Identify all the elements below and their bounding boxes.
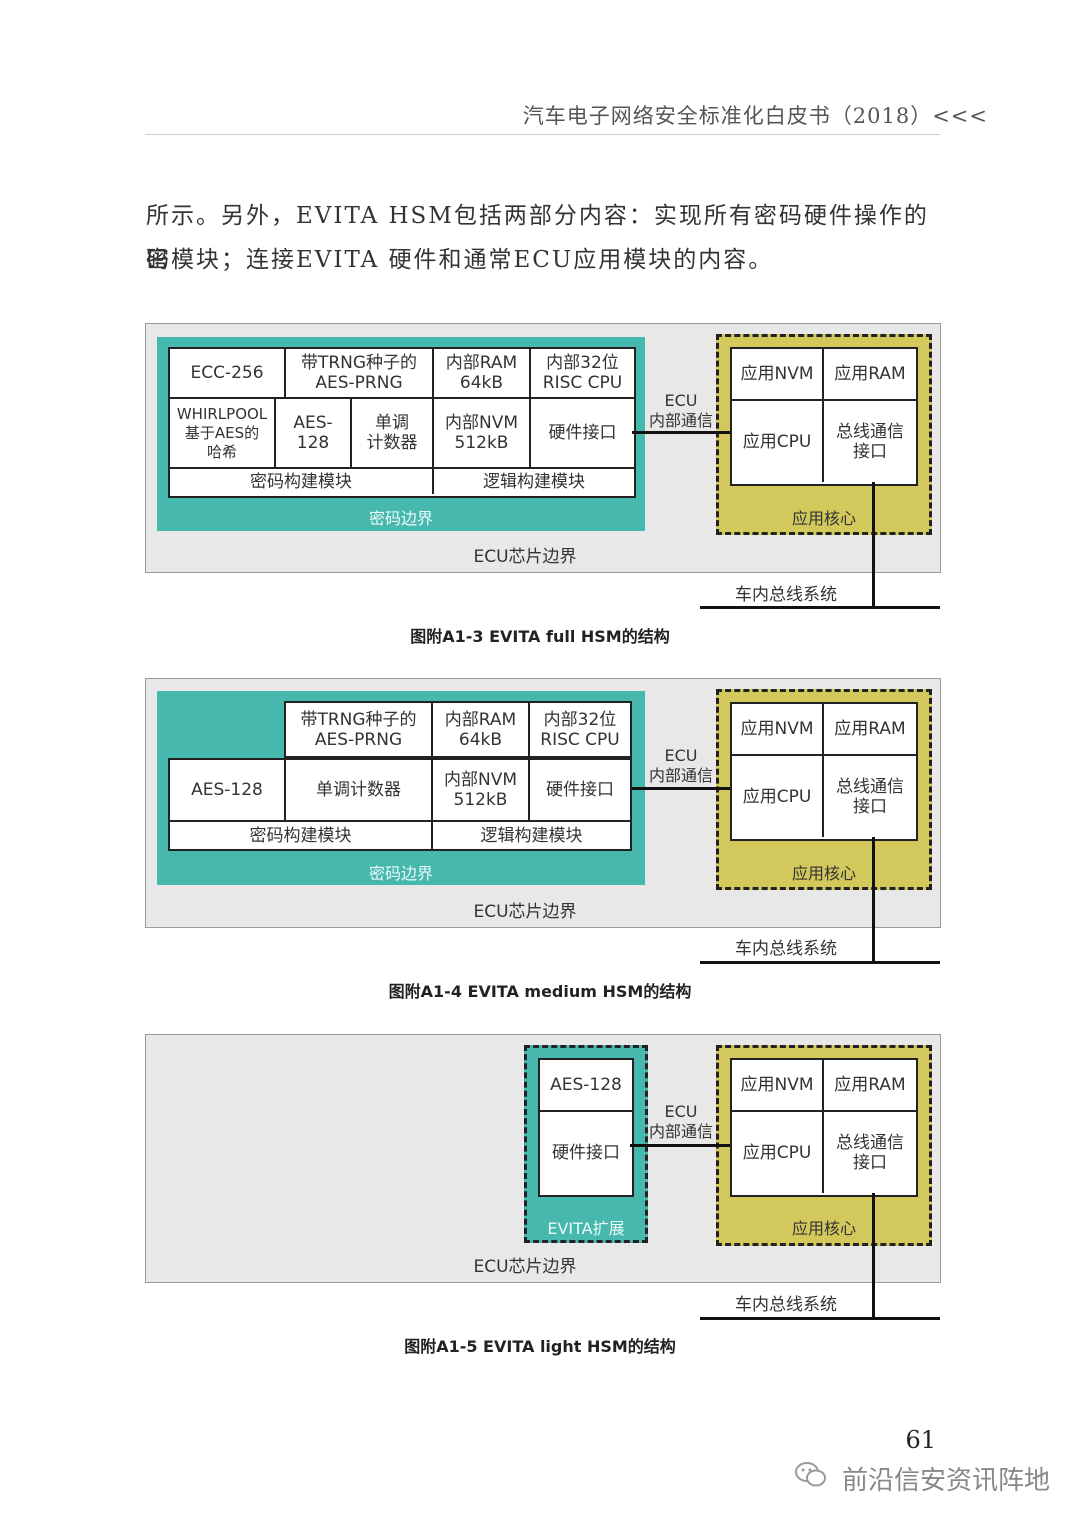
cell-aes: AES-128 bbox=[170, 760, 286, 822]
bus-label-2: 车内总线系统 bbox=[735, 939, 837, 959]
watermark: 前沿信安资讯阵地 bbox=[794, 1460, 1050, 1497]
app-table-2: 应用NVM 应用RAM 应用CPU 总线通信 接口 bbox=[730, 702, 918, 841]
bus-drop-2 bbox=[872, 837, 875, 964]
cell-internal-cpu: 内部32位 RISC CPU bbox=[530, 703, 630, 758]
ecu-boundary-label-2: ECU芯片边界 bbox=[473, 902, 577, 922]
cell-crypto-module: 密码构建模块 bbox=[170, 469, 434, 494]
crypto-table-1: ECC-256 带TRNG种子的 AES-PRNG 内部RAM 64kB 内部3… bbox=[168, 347, 636, 498]
cell-internal-cpu: 内部32位 RISC CPU bbox=[531, 349, 634, 399]
bus-drop-3 bbox=[872, 1193, 875, 1320]
app-core-label-2: 应用核心 bbox=[791, 864, 856, 883]
cell-counter: 单调 计数器 bbox=[352, 399, 434, 469]
cell-hw-interface: 硬件接口 bbox=[552, 1142, 620, 1163]
ecu-internal-label-3: ECU 内部通信 bbox=[648, 1102, 713, 1141]
cell-app-cpu: 应用CPU bbox=[732, 1112, 824, 1193]
cell-bus-interface: 总线通信 接口 bbox=[836, 776, 904, 817]
cell-app-nvm: 应用NVM bbox=[732, 704, 824, 756]
cell-app-ram: 应用RAM bbox=[824, 704, 916, 756]
cell-hw-interface: 硬件接口 bbox=[530, 760, 630, 822]
cell-aes: AES-128 bbox=[540, 1060, 632, 1112]
internal-link-3 bbox=[630, 1144, 730, 1147]
header-rule bbox=[145, 134, 940, 135]
cell-hw-interface: 硬件接口 bbox=[531, 399, 634, 469]
cell-app-nvm: 应用NVM bbox=[732, 349, 824, 401]
internal-link-1 bbox=[632, 431, 730, 434]
crypto-table-2: 带TRNG种子的 AES-PRNG 内部RAM 64kB 内部32位 RISC … bbox=[168, 701, 632, 851]
crypto-table-2-bottom-frame bbox=[168, 758, 632, 851]
cell-app-nvm: 应用NVM bbox=[732, 1060, 824, 1112]
ecu-boundary-label-3: ECU芯片边界 bbox=[473, 1257, 577, 1277]
bus-label-3: 车内总线系统 bbox=[735, 1295, 837, 1315]
caption-fig-3: 图附A1-5 EVITA light HSM的结构 bbox=[404, 1337, 676, 1356]
cell-crypto-module: 密码构建模块 bbox=[170, 822, 433, 849]
evita-extension-label: EVITA扩展 bbox=[547, 1219, 625, 1238]
cell-whirlpool: WHIRLPOOL 基于AES的 哈希 bbox=[170, 399, 276, 469]
cell-app-cpu: 应用CPU bbox=[732, 756, 824, 837]
body-text-line-1: 所示。另外，EVITA HSM包括两部分内容：实现所有密码硬件操作的密 bbox=[146, 203, 929, 273]
app-core-label-1: 应用核心 bbox=[791, 509, 856, 528]
bus-line-3 bbox=[700, 1317, 940, 1320]
ecu-boundary-label-1: ECU芯片边界 bbox=[473, 547, 577, 567]
caption-fig-2: 图附A1-4 EVITA medium HSM的结构 bbox=[388, 982, 692, 1001]
cell-internal-nvm: 内部NVM 512kB bbox=[434, 399, 531, 469]
cell-trng-prng: 带TRNG种子的 AES-PRNG bbox=[286, 349, 434, 399]
crypto-boundary-label-1: 密码边界 bbox=[368, 509, 433, 528]
cell-logic-module: 逻辑构建模块 bbox=[483, 471, 585, 492]
cell-bus-interface: 总线通信 接口 bbox=[836, 421, 904, 462]
cell-app-ram: 应用RAM bbox=[824, 349, 916, 401]
cell-app-ram: 应用RAM bbox=[824, 1060, 916, 1112]
caption-fig-1: 图附A1-3 EVITA full HSM的结构 bbox=[410, 627, 670, 646]
cell-logic-module: 逻辑构建模块 bbox=[480, 825, 583, 846]
ecu-internal-label-2: ECU 内部通信 bbox=[648, 746, 713, 785]
app-table-3: 应用NVM 应用RAM 应用CPU 总线通信 接口 bbox=[730, 1058, 918, 1197]
bus-line-1 bbox=[700, 606, 940, 609]
watermark-text: 前沿信安资讯阵地 bbox=[841, 1466, 1050, 1496]
ecu-internal-label-1: ECU 内部通信 bbox=[648, 391, 713, 430]
cell-counter: 单调计数器 bbox=[286, 760, 433, 822]
bus-drop-1 bbox=[872, 482, 875, 609]
cell-internal-ram: 内部RAM 64kB bbox=[434, 349, 531, 399]
cell-internal-nvm: 内部NVM 512kB bbox=[433, 760, 530, 822]
cell-bus-interface: 总线通信 接口 bbox=[836, 1132, 904, 1173]
crypto-boundary-label-2: 密码边界 bbox=[368, 864, 433, 883]
page-number: 61 bbox=[905, 1426, 936, 1454]
cell-aes: AES- 128 bbox=[276, 399, 352, 469]
cell-internal-ram: 内部RAM 64kB bbox=[433, 703, 530, 758]
body-text-line-2: 码模块；连接EVITA 硬件和通常ECU应用模块的内容。 bbox=[146, 247, 774, 273]
app-core-label-3: 应用核心 bbox=[791, 1219, 856, 1238]
crypto-table-3: AES-128 硬件接口 bbox=[538, 1058, 634, 1197]
bus-label-1: 车内总线系统 bbox=[735, 585, 837, 605]
cell-trng-prng: 带TRNG种子的 AES-PRNG bbox=[286, 703, 433, 758]
bus-line-2 bbox=[700, 961, 940, 964]
running-header: 汽车电子网络安全标准化白皮书（2018）<<< bbox=[522, 104, 988, 128]
wechat-icon bbox=[794, 1461, 828, 1496]
cell-app-cpu: 应用CPU bbox=[732, 401, 824, 482]
internal-link-2 bbox=[632, 787, 730, 790]
app-table-1: 应用NVM 应用RAM 应用CPU 总线通信 接口 bbox=[730, 347, 918, 486]
cell-ecc: ECC-256 bbox=[170, 349, 286, 399]
